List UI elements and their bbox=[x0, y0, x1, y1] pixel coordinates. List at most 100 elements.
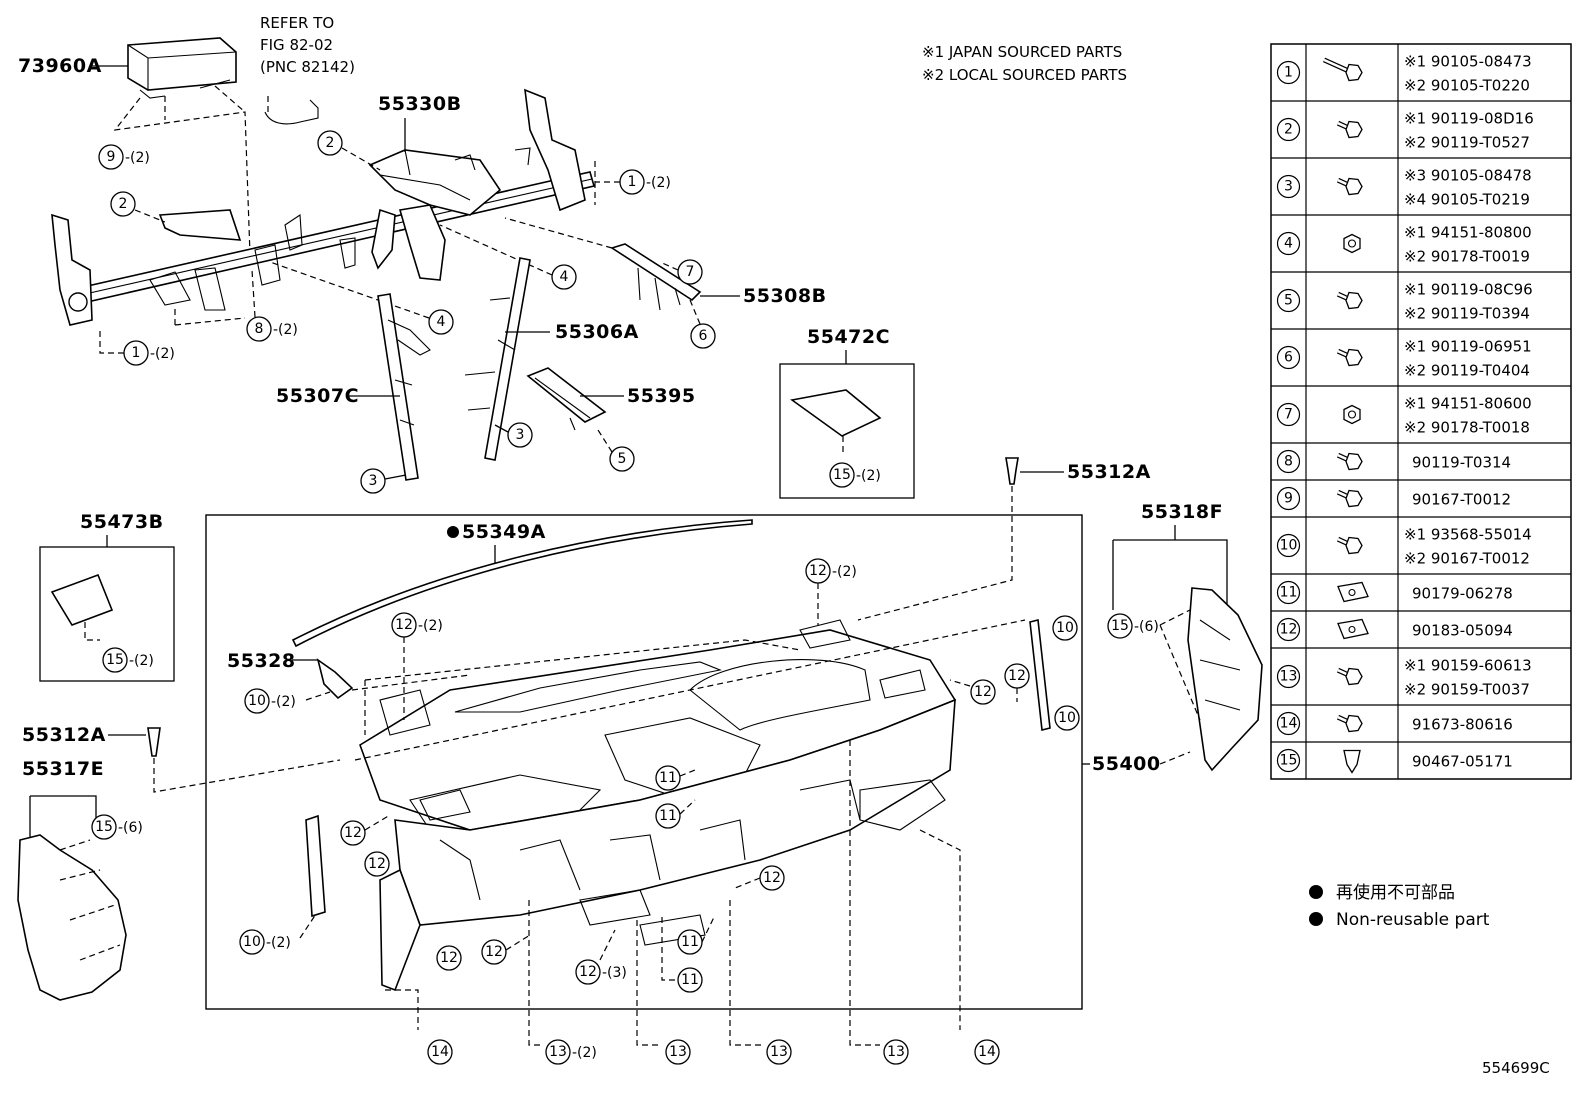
callout-13-b[interactable]: 13 bbox=[665, 1039, 691, 1065]
callout-11-a[interactable]: 11 bbox=[655, 765, 681, 791]
strip-55349A-drawing[interactable] bbox=[291, 519, 753, 648]
callout-12-j[interactable]: 12 -(3) bbox=[575, 959, 627, 985]
brace-55307C-drawing[interactable] bbox=[377, 293, 431, 481]
callout-13-c[interactable]: 13 bbox=[766, 1039, 792, 1065]
callout-12-h[interactable]: 12 bbox=[481, 939, 507, 965]
side-cover-55318F-drawing[interactable] bbox=[1187, 587, 1263, 772]
fastener-row[interactable]: 6※1 90119-06951※2 90119-T0404 bbox=[1271, 328, 1571, 380]
callout-13-a[interactable]: 13 -(2) bbox=[545, 1039, 597, 1065]
cover-55472C-drawing[interactable] bbox=[790, 389, 882, 437]
callout-3-right[interactable]: 3 bbox=[507, 422, 533, 448]
svg-text:12: 12 bbox=[440, 950, 458, 966]
callout-12-g[interactable]: 12 bbox=[436, 945, 462, 971]
callout-15-a[interactable]: 15 -(2) bbox=[829, 462, 881, 488]
fastener-icon bbox=[1336, 452, 1363, 471]
svg-text:5: 5 bbox=[618, 451, 627, 467]
callout-2-upper[interactable]: 2 bbox=[317, 130, 343, 156]
cover-55473B-drawing[interactable] bbox=[50, 573, 114, 626]
frame-55472C bbox=[779, 363, 915, 499]
fastener-number-circle bbox=[1276, 580, 1301, 605]
svg-text:6: 6 bbox=[699, 328, 708, 344]
steering-support-beam-drawing[interactable] bbox=[51, 88, 596, 326]
part-55328-drawing[interactable] bbox=[316, 658, 354, 700]
callout-10-b[interactable]: 10 bbox=[1052, 615, 1078, 641]
callout-6[interactable]: 6 bbox=[690, 323, 716, 349]
fastener-number-circle bbox=[1276, 345, 1301, 370]
duct-55395-drawing[interactable] bbox=[526, 367, 607, 431]
callout-15-d[interactable]: 15 -(6) bbox=[91, 814, 143, 840]
callout-11-d[interactable]: 11 bbox=[677, 967, 703, 993]
callout-14-a[interactable]: 14 bbox=[427, 1039, 453, 1065]
part-label-55328: 55328 bbox=[227, 650, 296, 672]
fastener-code-1: 90167-T0012 bbox=[1412, 491, 1511, 509]
callout-1-right[interactable]: 1 -(2) bbox=[619, 169, 671, 195]
callout-4-upper[interactable]: 4 bbox=[551, 264, 577, 290]
callout-3-left[interactable]: 3 bbox=[360, 468, 386, 494]
callout-11-c[interactable]: 11 bbox=[677, 929, 703, 955]
svg-text:12: 12 bbox=[368, 856, 386, 872]
svg-text:14: 14 bbox=[978, 1044, 996, 1060]
fastener-icon bbox=[1336, 489, 1363, 508]
svg-text:1: 1 bbox=[132, 345, 141, 361]
callout-14-b[interactable]: 14 bbox=[974, 1039, 1000, 1065]
fastener-row[interactable]: 3※3 90105-08478※4 90105-T0219 bbox=[1271, 157, 1571, 209]
part-label-55395: 55395 bbox=[627, 385, 696, 407]
instrument-panel-drawing[interactable] bbox=[359, 619, 957, 992]
callout-12-e[interactable]: 12 bbox=[340, 820, 366, 846]
fastener-row[interactable]: 7※1 94151-80600※2 90178-T0018 bbox=[1271, 385, 1571, 437]
callout-15-c[interactable]: 15 -(6) bbox=[1107, 613, 1159, 639]
fastener-row[interactable]: 4※1 94151-80800※2 90178-T0019 bbox=[1271, 214, 1571, 266]
callout-13-d[interactable]: 13 bbox=[883, 1039, 909, 1065]
fastener-row[interactable]: 1※1 90105-08473※2 90105-T0220 bbox=[1276, 53, 1532, 95]
callout-4-lower[interactable]: 4 bbox=[428, 309, 454, 335]
callout-12-i[interactable]: 12 bbox=[759, 865, 785, 891]
callout-10-a[interactable]: 10 -(2) bbox=[244, 688, 296, 714]
refer-line-2: FIG 82-02 bbox=[260, 36, 333, 54]
fastener-table-border bbox=[1270, 43, 1572, 780]
callout-7[interactable]: 7 bbox=[677, 259, 703, 285]
callout-12-c[interactable]: 12 bbox=[1004, 663, 1030, 689]
side-cover-55317E-drawing[interactable] bbox=[17, 834, 127, 1001]
callout-5[interactable]: 5 bbox=[609, 446, 635, 472]
brace-55306A-drawing[interactable] bbox=[464, 257, 531, 461]
part-label-55318F: 55318F bbox=[1141, 501, 1223, 523]
bracket-left-strip-drawing[interactable] bbox=[305, 814, 326, 918]
callout-2-left[interactable]: 2 bbox=[110, 191, 136, 217]
fastener-code-2: ※2 90167-T0012 bbox=[1404, 550, 1530, 568]
callout-15-b[interactable]: 15 -(2) bbox=[102, 647, 154, 673]
svg-text:2: 2 bbox=[119, 196, 128, 212]
callout-12-a[interactable]: 12 -(2) bbox=[391, 612, 443, 638]
svg-text:-(2): -(2) bbox=[646, 175, 671, 191]
bracket-55308B-drawing[interactable] bbox=[610, 243, 702, 311]
svg-text:-(2): -(2) bbox=[266, 935, 291, 951]
clip-55312A-left-drawing[interactable] bbox=[147, 727, 161, 757]
callout-11-b[interactable]: 11 bbox=[655, 803, 681, 829]
callout-1-left[interactable]: 1 -(2) bbox=[123, 340, 175, 366]
callout-8[interactable]: 8 -(2) bbox=[246, 316, 298, 342]
fastener-icon bbox=[1336, 177, 1363, 196]
fastener-row[interactable]: 10※1 93568-55014※2 90167-T0012 bbox=[1271, 516, 1571, 568]
fastener-row[interactable]: 2※1 90119-08D16※2 90119-T0527 bbox=[1271, 100, 1571, 152]
wire-harness-drawing bbox=[264, 99, 319, 125]
clip-55312A-top-drawing[interactable] bbox=[1005, 457, 1019, 485]
callout-12-f[interactable]: 12 bbox=[364, 851, 390, 877]
callout-12-d[interactable]: 12 bbox=[970, 679, 996, 705]
svg-text:-(6): -(6) bbox=[1134, 619, 1159, 635]
bracket-right-strip-drawing[interactable] bbox=[1029, 619, 1051, 731]
callout-10-c[interactable]: 10 bbox=[1054, 705, 1080, 731]
svg-text:10: 10 bbox=[1058, 710, 1076, 726]
fastener-row[interactable]: 5※1 90119-08C96※2 90119-T0394 bbox=[1271, 271, 1571, 323]
fastener-code-2: ※2 90119-T0527 bbox=[1404, 134, 1530, 152]
legend-jp-text: 再使用不可部品 bbox=[1336, 882, 1455, 903]
callout-9[interactable]: 9 -(2) bbox=[98, 144, 150, 170]
fastener-row[interactable]: 13※1 90159-60613※2 90159-T0037 bbox=[1271, 647, 1571, 699]
airbag-module-drawing[interactable] bbox=[127, 37, 237, 99]
callout-12-b[interactable]: 12 -(2) bbox=[805, 558, 857, 584]
callout-10-d[interactable]: 10 -(2) bbox=[239, 929, 291, 955]
